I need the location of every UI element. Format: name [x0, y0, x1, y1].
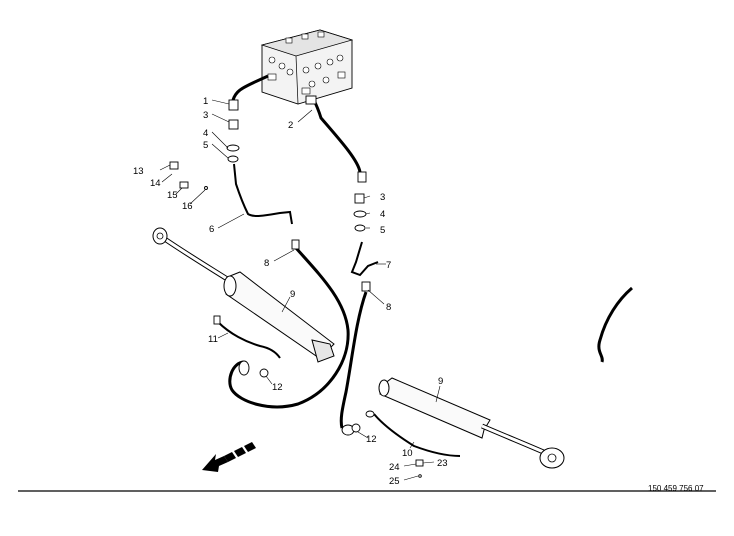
- callout-14: 14: [150, 178, 161, 189]
- callout-23: 23: [437, 458, 448, 469]
- callout-24: 24: [389, 462, 400, 473]
- callout-9-right: 9: [438, 376, 443, 387]
- callout-8-right: 8: [386, 302, 391, 313]
- callout-16: 16: [182, 201, 193, 212]
- callout-8-left: 8: [264, 258, 269, 269]
- callout-12-left: 12: [272, 382, 283, 393]
- hoses: [228, 74, 633, 429]
- callout-15: 15: [167, 190, 178, 201]
- callout-11: 11: [208, 334, 218, 345]
- callout-9-left: 9: [290, 289, 295, 300]
- callout-13: 13: [133, 166, 144, 177]
- callout-5-lower: 5: [380, 225, 385, 236]
- fittings: [169, 95, 424, 478]
- pipes: [217, 163, 461, 457]
- callout-1: 1: [203, 96, 208, 107]
- hydraulic-cylinder-left: [152, 227, 335, 363]
- callout-4-upper: 4: [203, 128, 208, 139]
- callout-2: 2: [288, 120, 293, 131]
- callout-4-lower: 4: [380, 209, 385, 220]
- callout-10: 10: [402, 448, 413, 459]
- callout-3-upper: 3: [203, 110, 208, 121]
- callout-7: 7: [386, 260, 391, 271]
- leader-lines: [159, 99, 441, 481]
- callout-3-lower: 3: [380, 192, 385, 203]
- document-code: 150 459 756 07: [648, 484, 704, 493]
- hydraulic-cylinder-right: [378, 377, 565, 469]
- control-valve-block: [260, 29, 354, 105]
- part-callouts: 1 2 3 3 4 4 5 5 6 7 8 8 9 9 10 11 12 12 …: [133, 96, 448, 487]
- callout-6: 6: [209, 224, 214, 235]
- callout-5-upper: 5: [203, 140, 208, 151]
- callout-25: 25: [389, 476, 400, 487]
- travel-direction-arrow-icon: [202, 442, 256, 472]
- callout-12-right: 12: [366, 434, 377, 445]
